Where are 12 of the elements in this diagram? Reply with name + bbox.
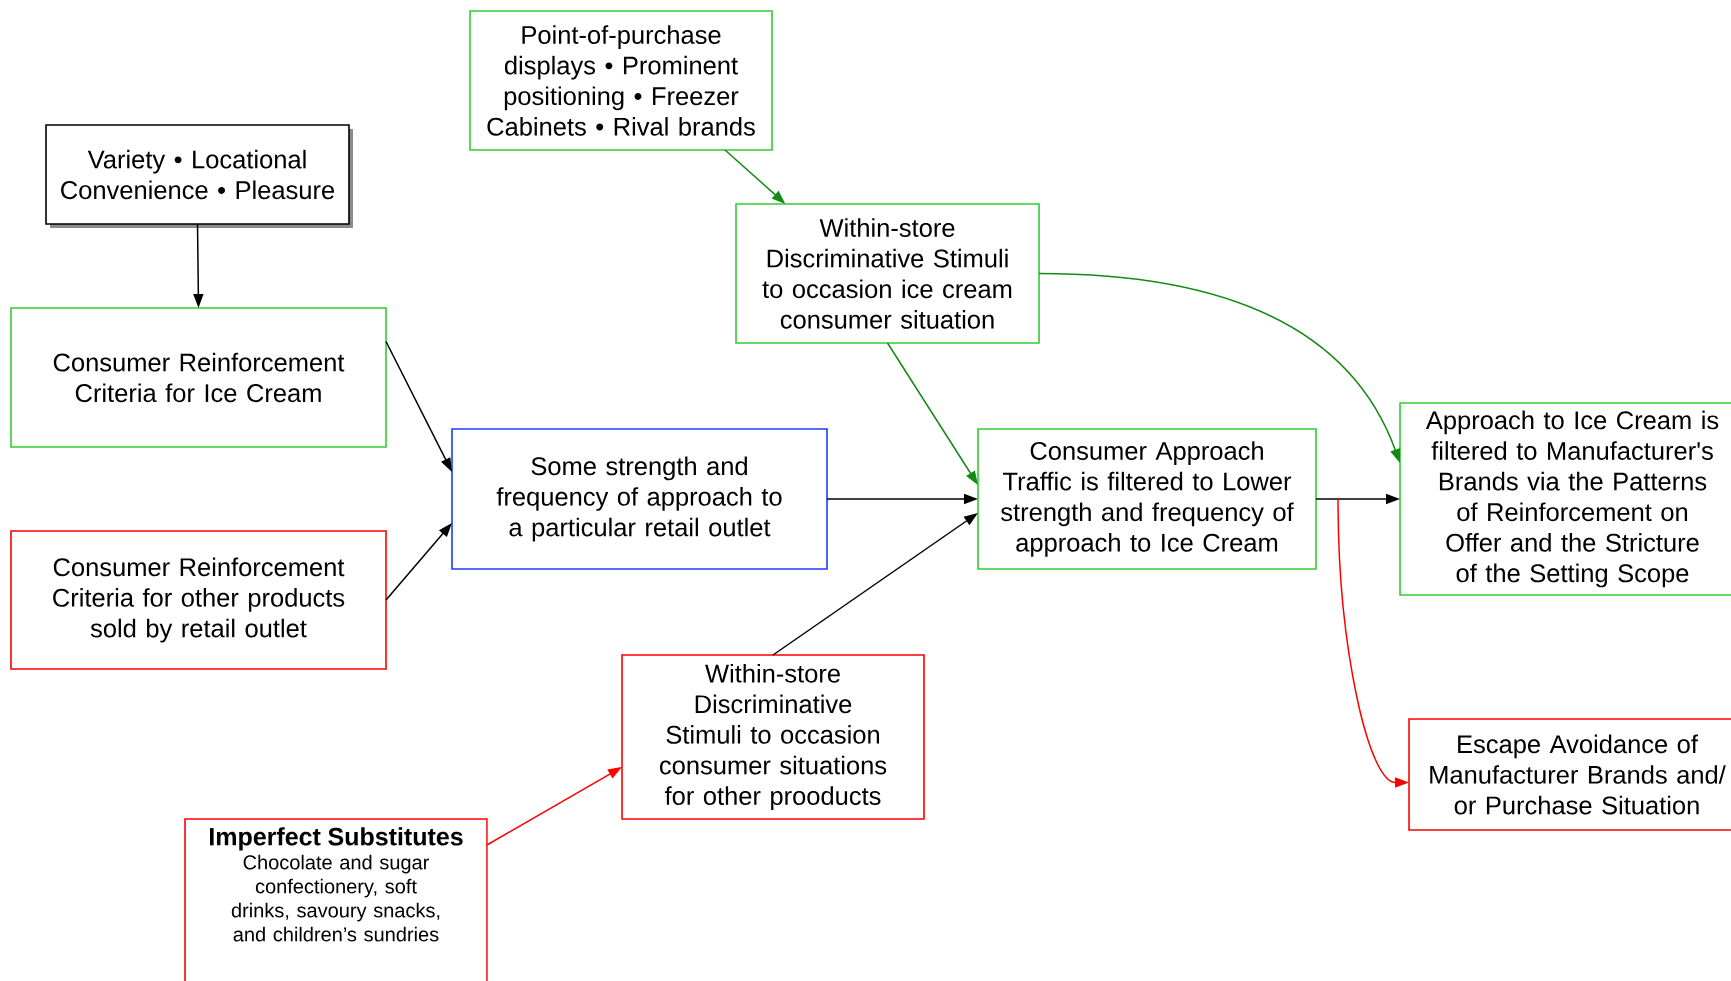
process-box: Approach to Ice Cream is filtered to Manufacturer's Brands via the Patterns of Reinforcement on Offer and the Stricture of the Setting Scope	[1399, 402, 1731, 596]
process-box: Within-store Discriminative Stimuli to occasion ice cream consumer situation	[735, 203, 1040, 344]
process-box: Some strength and frequency of approach to a particular retail outlet	[451, 428, 828, 570]
process-box: Imperfect Substitutes Chocolate and sugar confectionery, soft drinks, savoury snacks, and children’s sundries	[184, 818, 488, 981]
process-box: Within-store Discriminative Stimuli to occasion consumer situations for other prooducts	[621, 654, 925, 820]
process-box: Consumer Approach Traffic is filtered to Lower strength and frequency of approach to Ice Cream	[977, 428, 1317, 570]
process-box: Consumer Reinforcement Criteria for other products sold by retail outlet	[10, 530, 387, 670]
arrow	[385, 523, 452, 601]
note-box: Variety • Locational Convenience • Pleasure	[45, 124, 353, 228]
process-box: Escape Avoidance of Manufacturer Brands and/ or Purchase Situation	[1408, 718, 1731, 831]
process-box: Point-of-purchase displays • Prominent positioning • Freezer Cabinets • Rival brands	[469, 10, 773, 151]
process-box: Consumer Reinforcement Criteria for Ice Cream	[10, 307, 387, 448]
